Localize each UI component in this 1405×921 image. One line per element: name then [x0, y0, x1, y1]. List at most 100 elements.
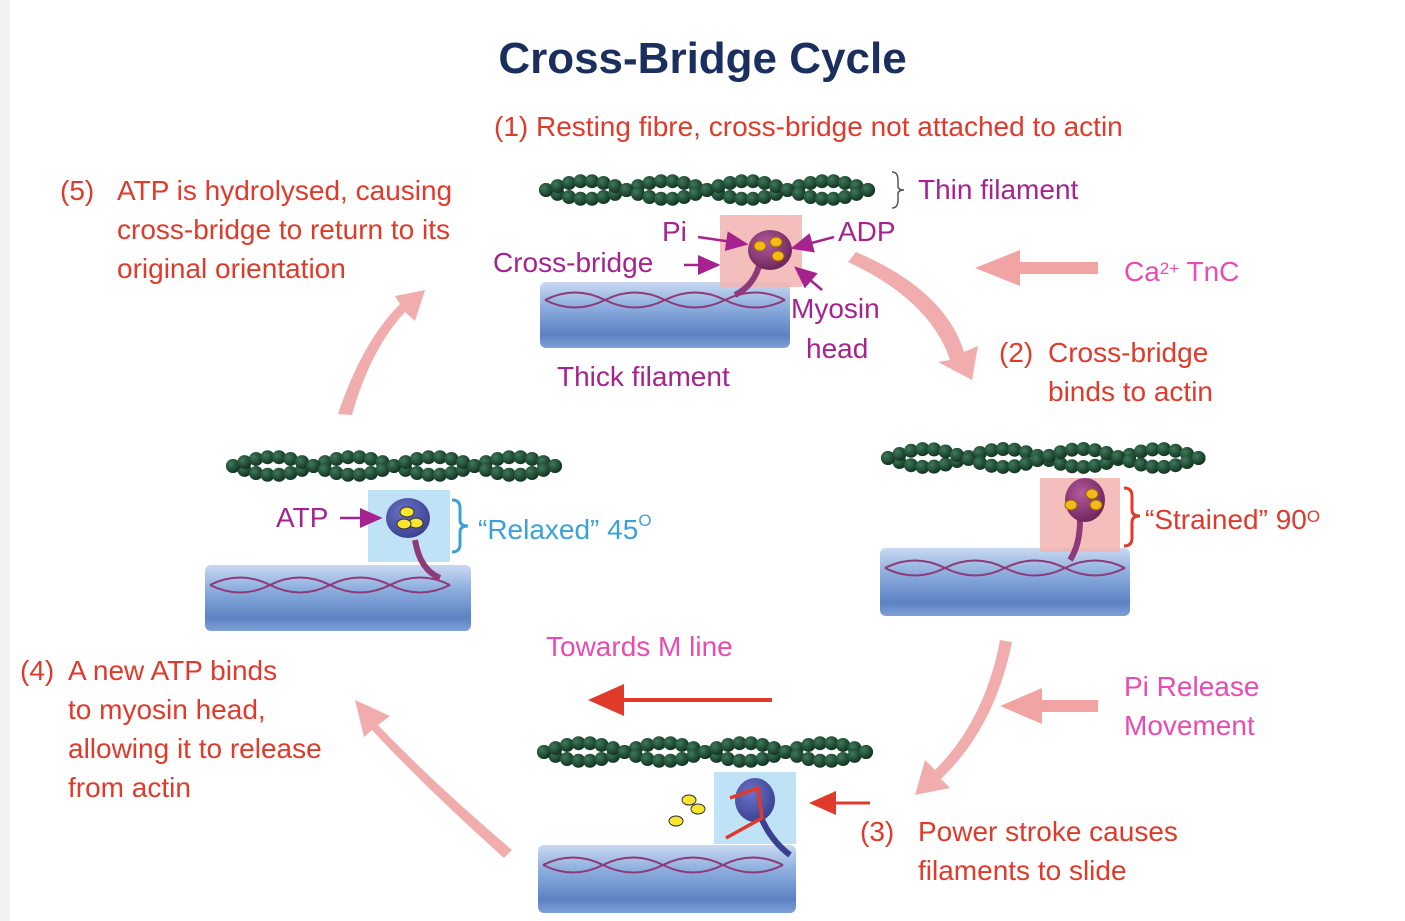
pi-release-arrow: [1000, 688, 1098, 724]
actin-bead: [1007, 442, 1022, 457]
actin-bead: [560, 737, 574, 752]
strained-degree: O: [1306, 507, 1321, 526]
step-4-line-4: from actin: [68, 772, 191, 803]
actin-bead: [318, 462, 332, 477]
actin-bead: [675, 752, 689, 767]
actin-bead: [608, 179, 622, 194]
actin-bead: [410, 451, 424, 466]
cycle-arrow-1-to-2: [848, 252, 978, 380]
actin-bead: [734, 174, 749, 189]
actin-bead: [803, 190, 818, 205]
actin-bead: [767, 741, 781, 756]
relaxed-text: “Relaxed” 45: [478, 514, 639, 545]
actin-bead: [295, 455, 309, 470]
actin-bead: [341, 450, 355, 465]
actin-bead: [329, 451, 344, 466]
actin-bead: [1088, 443, 1102, 458]
actin-bead: [536, 462, 551, 477]
myosin-head: [386, 498, 430, 538]
actin-bead: [631, 186, 645, 201]
step-4-line-2: to myosin head,: [68, 694, 266, 725]
actin-bead: [1134, 457, 1148, 472]
actin-bead: [1099, 455, 1114, 470]
actin-bead: [1111, 449, 1125, 464]
actin-bead: [723, 175, 737, 190]
actin-bead: [1076, 459, 1091, 474]
thick-filament: [538, 845, 796, 913]
actin-bead: [723, 190, 737, 205]
actin-bead: [1145, 459, 1160, 474]
actin-bead: [490, 451, 505, 466]
actin-bead: [677, 190, 691, 205]
thin-filament-label: Thin filament: [918, 174, 1079, 205]
actin-bead: [513, 450, 528, 465]
actin-bead: [663, 736, 678, 751]
actin-bead: [479, 462, 493, 477]
actin-bead: [996, 442, 1010, 457]
atp-label: ATP: [276, 502, 329, 533]
actin-bead: [375, 462, 390, 477]
actin-bead: [352, 467, 367, 482]
actin-bead: [421, 450, 436, 465]
panel-2-strained: [880, 442, 1206, 616]
actin-bead: [778, 745, 793, 759]
strained-label: “Strained” 90O: [1145, 502, 1320, 538]
myosin-head: [735, 778, 775, 822]
actin-bead: [892, 446, 907, 461]
actin-bead: [560, 752, 574, 767]
towards-m-line-label: Towards M line: [546, 631, 733, 662]
actin-bead: [249, 466, 263, 481]
myosin-label-line-1: Myosin: [791, 293, 880, 324]
pi-label: Pi: [662, 216, 687, 247]
actin-bead: [732, 753, 747, 768]
actin-bead: [537, 745, 551, 759]
actin-bead: [410, 466, 424, 481]
actin-bead: [642, 175, 657, 190]
actin-bead: [950, 447, 964, 462]
actin-bead: [226, 459, 240, 473]
actin-bead: [640, 737, 655, 752]
actin-bead: [836, 737, 850, 752]
relaxed-label: “Relaxed” 45O: [478, 511, 652, 546]
actin-bead: [721, 752, 735, 767]
actin-bead: [813, 753, 827, 768]
ca-superscript: 2+: [1159, 259, 1180, 278]
angle-marker: [725, 785, 764, 840]
actin-bead: [904, 443, 918, 458]
step-5-number: (5): [60, 175, 95, 206]
relaxed-degree: O: [638, 511, 652, 530]
actin-bead: [502, 450, 516, 465]
ca-suffix: TnC: [1179, 256, 1240, 287]
actin-bead: [984, 458, 999, 473]
actin-bead: [1088, 458, 1102, 473]
actin-bead: [652, 736, 666, 751]
actin-bead: [596, 190, 611, 205]
actin-bead: [780, 183, 795, 197]
cycle-arrow-2-to-3: [915, 640, 1012, 795]
actin-bead: [654, 191, 668, 206]
actin-bead: [539, 183, 553, 197]
actin-bead: [352, 450, 367, 465]
actin-bead: [815, 174, 829, 189]
actin-bead: [456, 455, 470, 470]
actin-bead: [548, 459, 562, 473]
actin-bead: [562, 175, 576, 190]
actin-bead: [700, 183, 714, 197]
step-3-line-1: Power stroke causes: [918, 816, 1178, 847]
actin-bead: [675, 737, 689, 752]
actin-bead: [550, 179, 565, 194]
actin-bead: [1042, 448, 1056, 463]
actin-bead: [1168, 458, 1183, 473]
actin-bead: [813, 736, 827, 751]
actin-bead: [364, 451, 378, 466]
actin-bead: [654, 174, 668, 189]
actin-bead: [1168, 443, 1183, 458]
actin-bead: [1134, 444, 1148, 459]
actin-bead: [596, 175, 611, 190]
actin-bead: [585, 174, 599, 189]
actin-bead: [1019, 445, 1033, 460]
step-5-line-3: original orientation: [117, 253, 346, 284]
left-edge-strip: [0, 0, 10, 921]
panel-3-power-stroke: [537, 736, 873, 913]
actin-bead: [329, 466, 344, 481]
